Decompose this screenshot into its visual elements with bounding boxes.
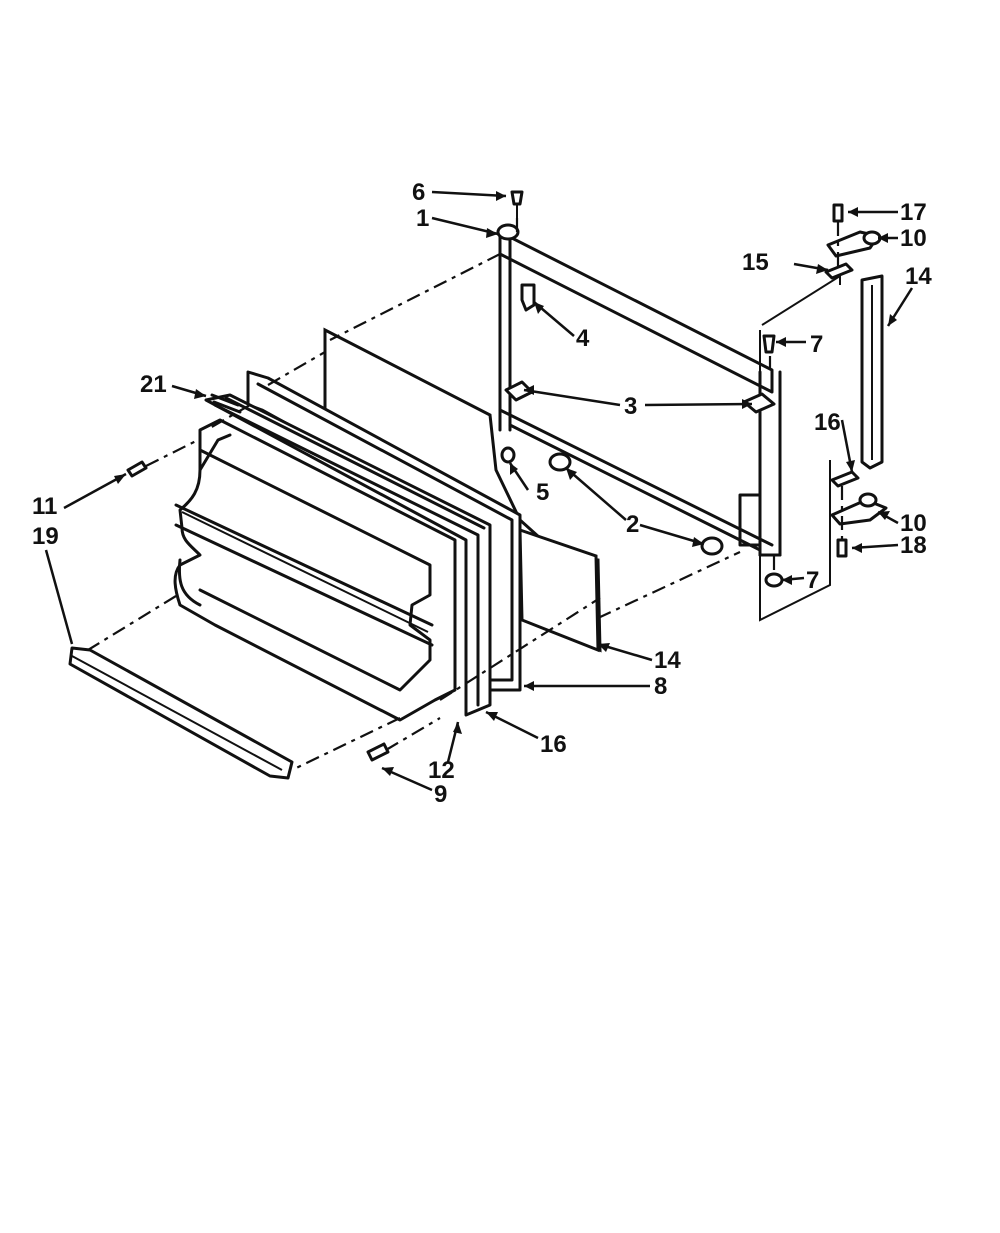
door-shelf-bar	[68, 646, 294, 780]
callout-5: 5	[536, 479, 549, 506]
callout-21: 14	[654, 647, 681, 674]
hinge-bracket	[759, 274, 841, 622]
callout-8: 8	[654, 673, 667, 700]
callout-6: 6	[412, 179, 425, 206]
door-panel-frames	[204, 393, 492, 717]
callout-12: 14	[905, 263, 932, 290]
callout-7-top: 7	[810, 331, 823, 358]
insulation-panel-right	[518, 527, 600, 653]
assembly-lines	[87, 218, 844, 771]
callout-10-bottom: 10	[900, 510, 927, 537]
callout-17: 19	[32, 523, 59, 550]
hinges-3	[504, 380, 776, 414]
bottom-hinge	[830, 470, 888, 558]
callouts: 6 1 4 3 5 2 7 7 15 16 17 10 14 10 18 21 …	[32, 179, 932, 808]
callout-10-top: 10	[900, 225, 927, 252]
callout-14-bottom: 16	[814, 409, 841, 436]
screws	[496, 190, 784, 588]
callout-16-top: 17	[900, 199, 927, 226]
leader-lines	[44, 190, 914, 792]
callout-11: 11	[32, 493, 57, 520]
callout-1: 1	[416, 205, 429, 232]
callout-14-top: 15	[742, 249, 769, 276]
callout-7-bottom: 7	[806, 567, 819, 594]
callout-4: 4	[576, 325, 590, 352]
handle-bar	[860, 274, 884, 470]
callout-15: 12	[428, 757, 455, 784]
small-screws	[126, 460, 390, 762]
callout-2: 2	[626, 511, 639, 538]
callout-9: 9	[434, 781, 447, 808]
arrowheads	[114, 191, 897, 776]
callout-3: 3	[624, 393, 637, 420]
door-stops	[548, 452, 724, 556]
callout-18: 16	[540, 731, 567, 758]
trim-strip	[210, 393, 242, 414]
door-liner	[173, 418, 457, 722]
top-hinge	[824, 203, 882, 280]
callout-16-bottom: 18	[900, 532, 927, 559]
callout-19: 21	[140, 371, 167, 398]
